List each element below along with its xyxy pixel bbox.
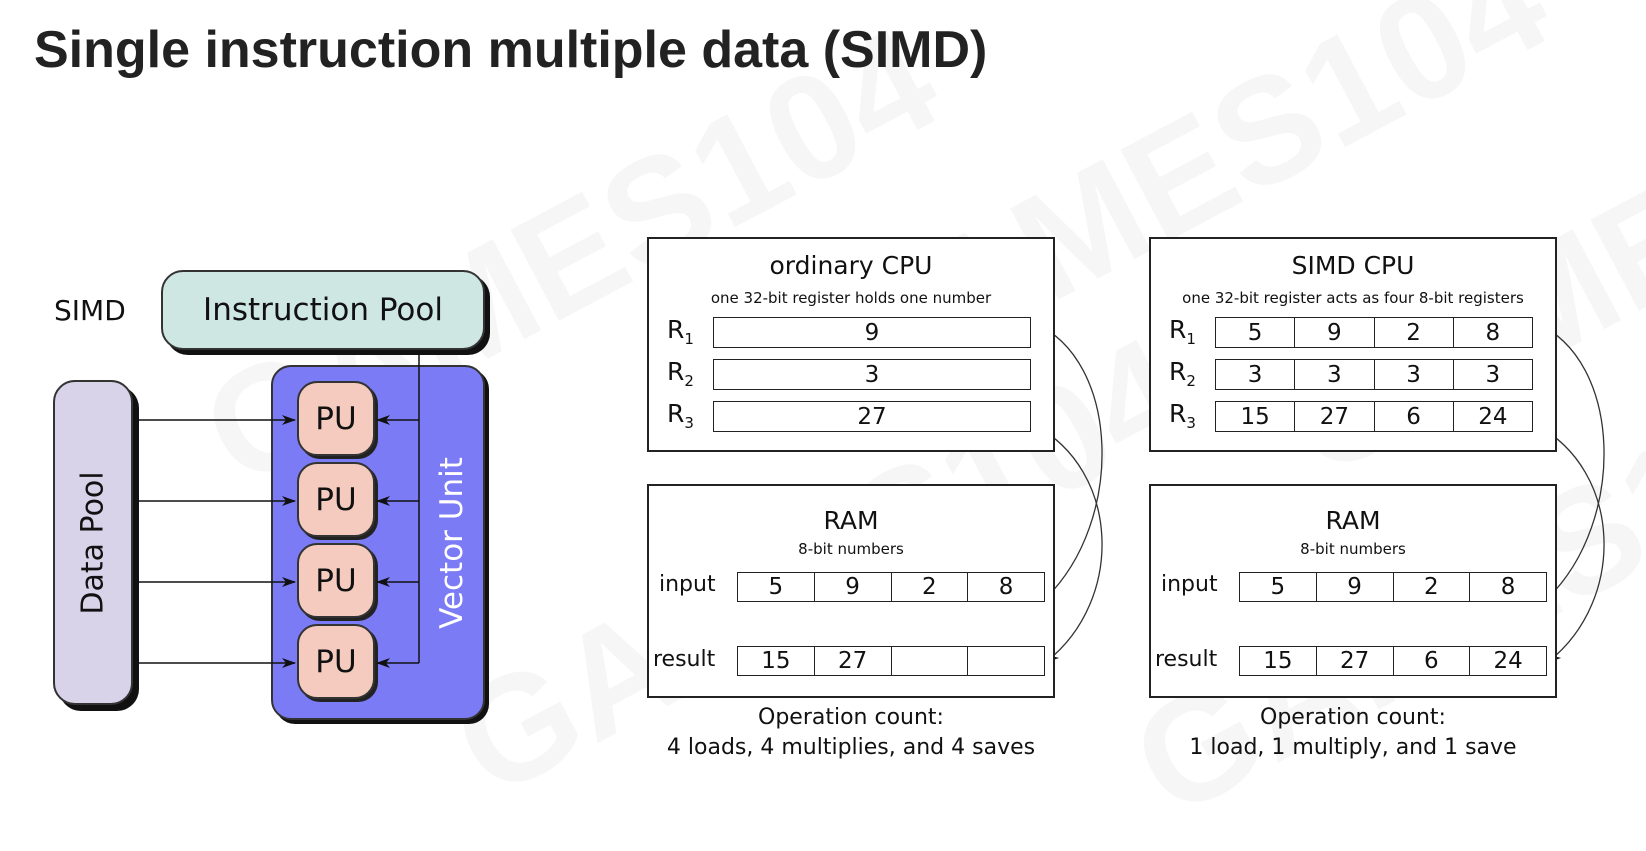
ram-cell: 8 (998, 574, 1014, 600)
register-label: R2 (667, 357, 694, 390)
register-label: R1 (1169, 315, 1196, 348)
register-cell: 3 (864, 361, 880, 388)
ordinary-cpu-subtitle: one 32-bit register holds one number (710, 289, 992, 307)
ram-cell: 2 (892, 573, 969, 601)
processing-unit: PU (297, 462, 375, 537)
ordinary-cpu-panel: ordinary CPU one 32-bit register holds o… (647, 237, 1055, 452)
caption-line: Operation count: (1260, 705, 1446, 730)
instruction-pool-box: Instruction Pool (161, 270, 485, 350)
register-cell: 3 (1485, 361, 1501, 388)
register-cell: 5 (1216, 318, 1296, 347)
ordinary-ram-panel: RAM 8-bit numbers input 5 9 2 8 result 1… (647, 484, 1055, 698)
ram-result-row: 15 27 6 24 (1239, 646, 1547, 676)
ram-result-label: result (1155, 647, 1218, 672)
register-cell: 9 (864, 319, 880, 346)
ram-cell: 15 (1240, 647, 1317, 675)
ram-input-label: input (1161, 572, 1218, 597)
simd-connector-lines (137, 322, 1605, 668)
register-r2: 3 3 3 3 (1215, 359, 1533, 390)
caption-line: 1 load, 1 multiply, and 1 save (1189, 735, 1517, 760)
simd-cpu-subtitle: one 32-bit register acts as four 8-bit r… (1182, 289, 1524, 307)
instruction-pool-label: Instruction Pool (203, 292, 443, 328)
pu-label: PU (315, 562, 357, 599)
ram-result-row: 15 27 (737, 646, 1045, 676)
register-label: R2 (1169, 357, 1196, 390)
processing-unit: PU (297, 543, 375, 618)
register-label: R3 (1169, 399, 1196, 432)
register-cell: 3 (1216, 360, 1296, 389)
simd-cpu-panel: SIMD CPU one 32-bit register acts as fou… (1149, 237, 1557, 452)
register-r3: 27 (713, 401, 1031, 432)
processing-unit: PU (297, 381, 375, 456)
register-cell: 27 (857, 403, 887, 430)
register-cell: 9 (1295, 318, 1375, 347)
register-label: R3 (667, 399, 694, 432)
register-cell: 3 (1295, 360, 1375, 389)
ram-cell: 15 (738, 647, 815, 675)
register-cell: 8 (1485, 319, 1501, 346)
register-cell: 6 (1375, 402, 1454, 431)
caption-line: Operation count: (758, 705, 944, 730)
register-label: R1 (667, 315, 694, 348)
register-cell: 3 (1375, 360, 1454, 389)
pu-label: PU (315, 481, 357, 518)
ram-cell: 2 (1394, 573, 1471, 601)
page-title: Single instruction multiple data (SIMD) (34, 21, 988, 79)
register-cell: 27 (1295, 402, 1375, 431)
simd-ram-panel: RAM 8-bit numbers input 5 9 2 8 result 1… (1149, 484, 1557, 698)
data-pool-box: Data Pool (53, 380, 133, 705)
simd-operation-caption: Operation count: 1 load, 1 multiply, and… (1149, 703, 1557, 763)
processing-unit: PU (297, 624, 375, 699)
ram-cell: 9 (815, 573, 892, 601)
save-arrow (1033, 424, 1103, 663)
ordinary-cpu-title: ordinary CPU (769, 251, 933, 280)
pu-label: PU (315, 400, 357, 437)
ram-input-row: 5 9 2 8 (737, 572, 1045, 602)
ram-subtitle: 8-bit numbers (1300, 540, 1406, 558)
ram-cell (968, 647, 1044, 675)
ram-cell: 24 (1493, 648, 1523, 674)
register-r1: 5 9 2 8 (1215, 317, 1533, 348)
ram-cell: 5 (1240, 573, 1317, 601)
ram-cell: 6 (1394, 647, 1471, 675)
ram-title: RAM (823, 506, 879, 535)
simd-label: SIMD (54, 294, 126, 327)
ram-cell: 27 (815, 647, 892, 675)
ram-cell: 27 (1317, 647, 1394, 675)
ram-cell: 5 (738, 573, 815, 601)
register-cell: 24 (1478, 403, 1508, 430)
load-arrow (1033, 322, 1103, 599)
ram-title: RAM (1325, 506, 1381, 535)
caption-line: 4 loads, 4 multiplies, and 4 saves (666, 735, 1036, 760)
register-r3: 15 27 6 24 (1215, 401, 1533, 432)
register-r1: 9 (713, 317, 1031, 348)
load-arrow (1535, 322, 1605, 599)
ram-input-label: input (659, 572, 716, 597)
ordinary-operation-caption: Operation count: 4 loads, 4 multiplies, … (647, 703, 1055, 763)
ram-result-label: result (653, 647, 716, 672)
ram-input-row: 5 9 2 8 (1239, 572, 1547, 602)
ram-cell: 9 (1317, 573, 1394, 601)
ram-subtitle: 8-bit numbers (798, 540, 904, 558)
register-cell: 15 (1216, 402, 1296, 431)
register-cell: 2 (1375, 318, 1454, 347)
ram-cell (892, 647, 969, 675)
pu-label: PU (315, 643, 357, 680)
simd-cpu-title: SIMD CPU (1291, 251, 1415, 280)
ram-cell: 8 (1500, 574, 1516, 600)
register-r2: 3 (713, 359, 1031, 390)
save-arrow (1535, 424, 1605, 663)
